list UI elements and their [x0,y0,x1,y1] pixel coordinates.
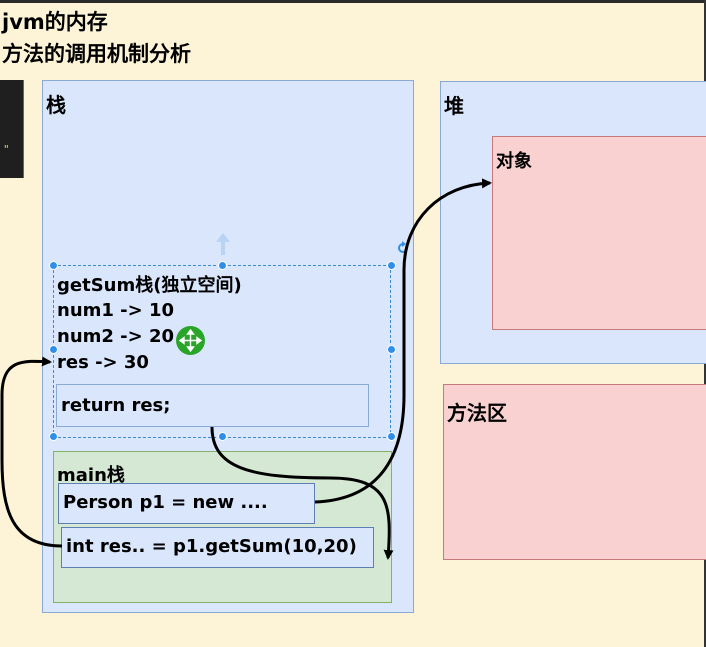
up-arrow-icon[interactable] [215,232,231,256]
selection-handle-bottom[interactable] [218,432,227,441]
arrow-new-object [314,178,492,504]
heap-label: 堆 [444,94,464,118]
heap-object[interactable]: 对象 [492,136,706,330]
page-title: jvm的内存 [2,10,108,34]
page-subtitle: 方法的调用机制分析 [2,42,191,66]
side-code-panel: " [0,80,24,178]
var-num2: num2 -> 20 [57,326,175,347]
arrow-return-value [210,426,394,560]
selection-handle-bottom-right[interactable] [387,432,396,441]
top-border [0,0,706,3]
return-statement-box[interactable]: return res; [56,384,369,427]
selection-handle-left[interactable] [49,345,58,354]
selection-handle-bottom-left[interactable] [49,432,58,441]
method-area-label: 方法区 [447,401,507,425]
getsum-frame-title: getSum栈(独立空间) [57,275,242,296]
var-num1: num1 -> 10 [57,300,175,321]
selection-handle-right[interactable] [387,345,396,354]
statement-new-person-text: Person p1 = new .... [63,492,268,513]
selection-handle-top-left[interactable] [49,261,58,270]
statement-call-getsum[interactable]: int res.. = p1.getSum(10,20) [61,527,374,568]
arrow-call-getsum [0,356,63,548]
selection-handle-top[interactable] [218,261,227,270]
statement-new-person[interactable]: Person p1 = new .... [58,483,315,524]
stack-label: 栈 [46,93,66,117]
move-icon[interactable] [176,326,205,355]
side-panel-mark: " [3,143,10,156]
selection-handle-top-right[interactable] [387,261,396,270]
main-stack-label: main栈 [57,465,125,486]
return-statement: return res; [61,395,171,416]
statement-call-getsum-text: int res.. = p1.getSum(10,20) [66,536,357,557]
var-res: res -> 30 [57,352,149,373]
method-area[interactable]: 方法区 [443,384,706,560]
object-label: 对象 [496,151,532,172]
